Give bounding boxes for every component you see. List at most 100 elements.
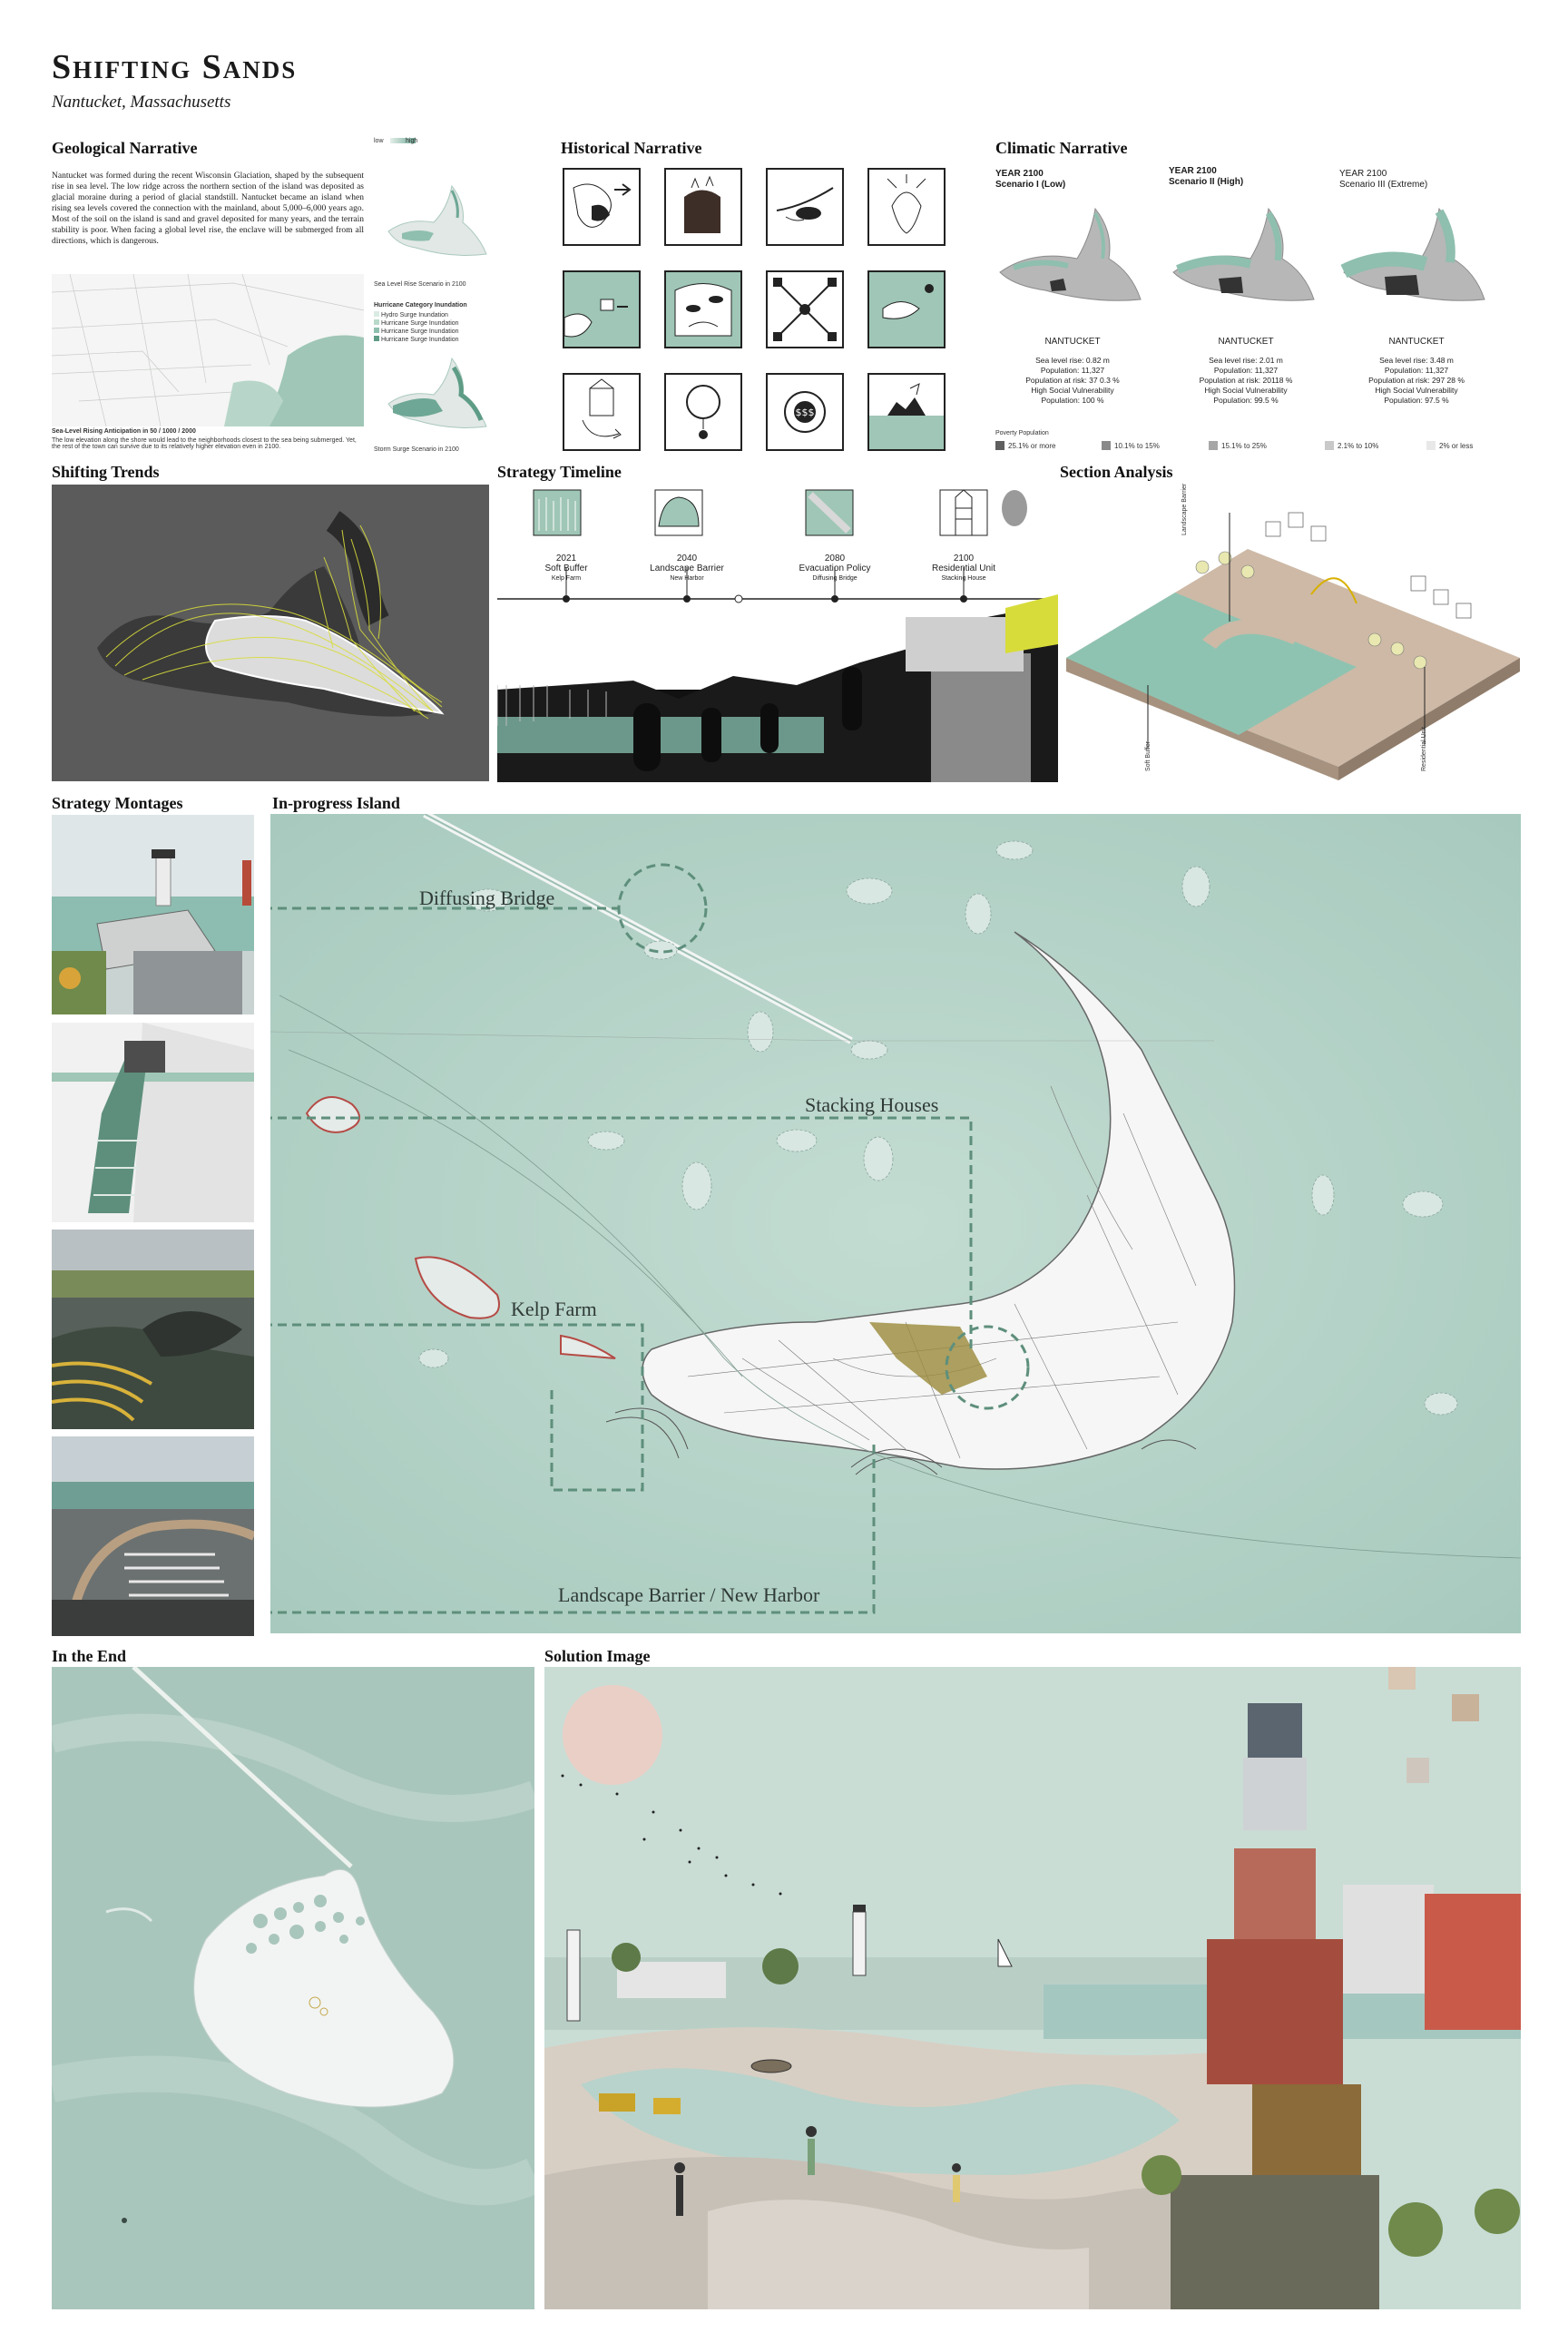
storm-legend-item: Hydro Surge Inundation bbox=[380, 312, 448, 318]
jellyfish-icon bbox=[867, 168, 946, 246]
montage-stacking-houses bbox=[52, 1023, 254, 1222]
geological-body: Nantucket was formed during the recent W… bbox=[52, 172, 364, 246]
slr-caption: Sea Level Rise Scenario in 2100 bbox=[374, 281, 466, 288]
storm-map bbox=[379, 340, 495, 440]
historical-heading: Historical Narrative bbox=[561, 139, 702, 157]
scenario-2-place: NANTUCKET bbox=[1218, 337, 1274, 347]
stat-line: Population at risk: 20118 % bbox=[1199, 376, 1293, 385]
geology-street-map bbox=[52, 274, 364, 426]
scenario-1-map bbox=[995, 195, 1150, 309]
stat-line: Population: 11,327 bbox=[1040, 366, 1105, 375]
section-axonometric bbox=[1066, 485, 1520, 780]
poverty-legend-2: 10.1% to 15% bbox=[1102, 441, 1160, 450]
poverty-legend-3: 15.1% to 25% bbox=[1209, 441, 1267, 450]
island-heading: In-progress Island bbox=[272, 794, 400, 812]
geology-caption-2: The low elevation along the shore would … bbox=[52, 437, 357, 450]
montage-diffusing-bridge bbox=[52, 815, 254, 1014]
geological-heading: Geological Narrative bbox=[52, 139, 198, 157]
stat-line: Sea level rise: 3.48 m bbox=[1379, 356, 1454, 365]
section-label-residential: Residential Unit bbox=[1421, 726, 1427, 771]
storm-legend-item: Hurricane Surge Inundation bbox=[380, 328, 459, 335]
montage-landscape-barrier bbox=[52, 1436, 254, 1636]
storm-caption: Storm Surge Scenario in 2100 bbox=[374, 446, 459, 453]
geology-caption-1: Sea-Level Rising Anticipation in 50 / 10… bbox=[52, 428, 196, 435]
label-kelp-farm: Kelp Farm bbox=[511, 1298, 597, 1320]
stat-line: Population: 11,327 bbox=[1384, 366, 1449, 375]
storm-legend-item: Hurricane Surge Inundation bbox=[380, 337, 459, 343]
network-icon bbox=[766, 270, 844, 348]
solution-collage bbox=[544, 1667, 1521, 2309]
strategy-timeline bbox=[497, 481, 1058, 782]
scenario-3-map bbox=[1339, 195, 1494, 309]
label-stacking-houses: Stacking Houses bbox=[805, 1093, 939, 1116]
glacier-icon bbox=[563, 168, 641, 246]
island-hand-icon bbox=[766, 168, 844, 246]
scenario-year: YEAR 2100 bbox=[1169, 166, 1217, 176]
poverty-legend-4: 2.1% to 10% bbox=[1325, 441, 1378, 450]
stat-line: Sea level rise: 2.01 m bbox=[1209, 356, 1283, 365]
end-heading: In the End bbox=[52, 1647, 127, 1665]
scenario-year: YEAR 2100 bbox=[1339, 169, 1387, 179]
stat-line: Population: 99.5 % bbox=[1213, 396, 1279, 405]
scenario-1-stats: Sea level rise: 0.82 m Population: 11,32… bbox=[995, 356, 1150, 406]
poverty-title: Poverty Population bbox=[995, 430, 1049, 436]
poverty-legend-5: 2% or less bbox=[1426, 441, 1473, 450]
scale-low: low bbox=[374, 138, 384, 144]
storm-legend-title: Hurricane Category Inundation bbox=[374, 302, 467, 309]
scenario-year: YEAR 2100 bbox=[995, 169, 1044, 179]
section-heading: Section Analysis bbox=[1060, 463, 1173, 481]
solution-heading: Solution Image bbox=[544, 1647, 651, 1665]
lighthouse-icon bbox=[563, 373, 641, 451]
storm-legend-item: Hurricane Surge Inundation bbox=[380, 320, 459, 327]
timeline-heading: Strategy Timeline bbox=[497, 463, 622, 481]
section-label-buffer: Soft Buffer bbox=[1145, 741, 1152, 771]
money-icon: $$$ bbox=[766, 373, 844, 451]
scenario-1-place: NANTUCKET bbox=[1044, 337, 1101, 347]
submerged-icon bbox=[867, 373, 946, 451]
stat-line: Population: 11,327 bbox=[1213, 366, 1279, 375]
scenario-3-stats: Sea level rise: 3.48 m Population: 11,32… bbox=[1339, 356, 1494, 406]
montages-heading: Strategy Montages bbox=[52, 794, 183, 812]
settlement-icon bbox=[563, 270, 641, 348]
scale-high: high bbox=[406, 138, 418, 144]
stat-line: Sea level rise: 0.82 m bbox=[1035, 356, 1110, 365]
montage-kelp-farm bbox=[52, 1230, 254, 1429]
storm-legend: Hydro Surge Inundation Hurricane Surge I… bbox=[374, 311, 459, 344]
label-diffusing-bridge: Diffusing Bridge bbox=[419, 887, 555, 909]
scenario-3-place: NANTUCKET bbox=[1388, 337, 1445, 347]
section-label-barrier: Landscape Barrier bbox=[1181, 483, 1188, 535]
slr-map bbox=[379, 168, 495, 268]
climatic-heading: Climatic Narrative bbox=[995, 139, 1128, 157]
page-title: Shifting Sands bbox=[52, 48, 298, 86]
scale-bar bbox=[390, 138, 416, 143]
shifting-trends-map bbox=[52, 485, 489, 781]
poverty-legend-1: 25.1% or more bbox=[995, 441, 1055, 450]
trends-heading: Shifting Trends bbox=[52, 463, 160, 481]
tourism-icon bbox=[867, 270, 946, 348]
svg-text:$$$: $$$ bbox=[796, 407, 815, 418]
stat-line: High Social Vulnerability bbox=[1204, 386, 1288, 395]
stat-line: High Social Vulnerability bbox=[1375, 386, 1458, 395]
in-the-end-map bbox=[52, 1667, 534, 2309]
label-landscape-barrier: Landscape Barrier / New Harbor bbox=[558, 1583, 820, 1606]
stat-line: Population at risk: 37 0.3 % bbox=[1025, 376, 1120, 385]
in-progress-island-map bbox=[270, 814, 1521, 1633]
page-subtitle: Nantucket, Massachusetts bbox=[52, 93, 231, 112]
balloon-icon bbox=[664, 373, 742, 451]
scenario-2-stats: Sea level rise: 2.01 m Population: 11,32… bbox=[1169, 356, 1323, 406]
scenario-name: Scenario II (High) bbox=[1169, 177, 1244, 187]
scenario-name: Scenario I (Low) bbox=[995, 180, 1066, 190]
scenario-name: Scenario III (Extreme) bbox=[1339, 180, 1428, 190]
moraine-icon bbox=[664, 168, 742, 246]
stat-line: High Social Vulnerability bbox=[1031, 386, 1114, 395]
stat-line: Population at risk: 297 28 % bbox=[1368, 376, 1465, 385]
stat-line: Population: 97.5 % bbox=[1384, 396, 1449, 405]
whaling-icon bbox=[664, 270, 742, 348]
